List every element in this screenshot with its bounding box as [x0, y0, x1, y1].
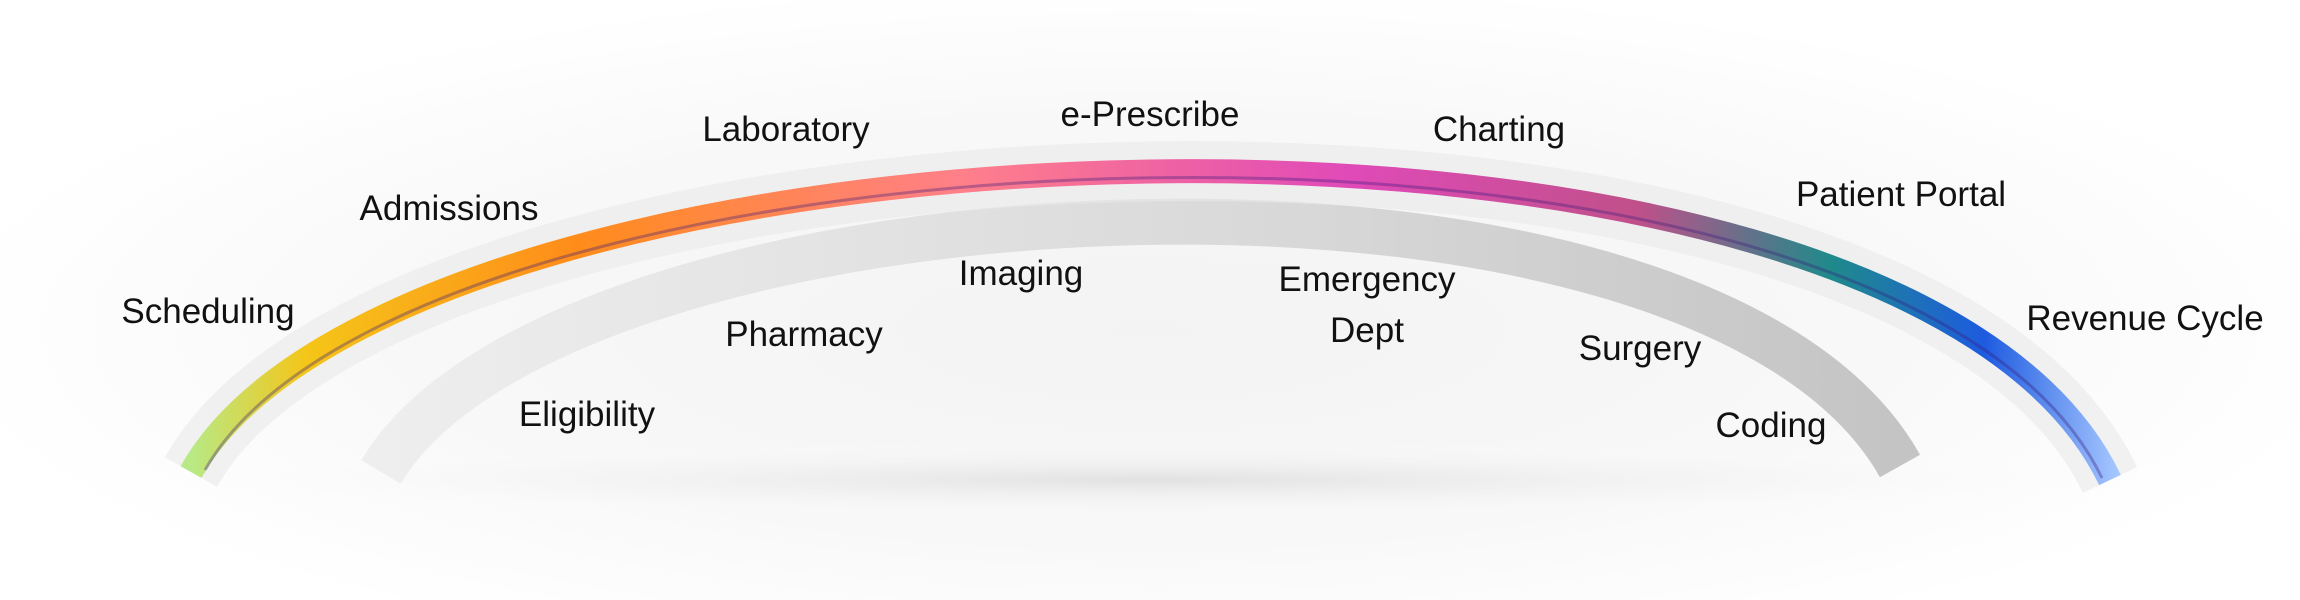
label-pharmacy: Pharmacy	[725, 315, 883, 354]
outer-rainbow-arc	[180, 159, 2121, 486]
label-laboratory: Laboratory	[702, 110, 870, 149]
label-revenue-cycle: Revenue Cycle	[2026, 299, 2263, 338]
label-patient-portal: Patient Portal	[1796, 175, 2006, 214]
label-admissions: Admissions	[360, 189, 539, 228]
label-e-prescribe: e-Prescribe	[1061, 95, 1240, 134]
label-imaging: Imaging	[959, 254, 1084, 293]
outer-arc-edge	[203, 175, 2104, 479]
label-scheduling: Scheduling	[121, 292, 294, 331]
label-eligibility: Eligibility	[519, 395, 656, 434]
label-charting: Charting	[1433, 110, 1565, 149]
label-coding: Coding	[1716, 406, 1827, 445]
label-emergency: Emergency	[1278, 260, 1456, 299]
inner-grey-arc	[361, 198, 1921, 485]
floor-shadow	[100, 440, 2200, 520]
label-surgery: Surgery	[1579, 329, 1702, 368]
label-dept: Dept	[1330, 311, 1404, 350]
